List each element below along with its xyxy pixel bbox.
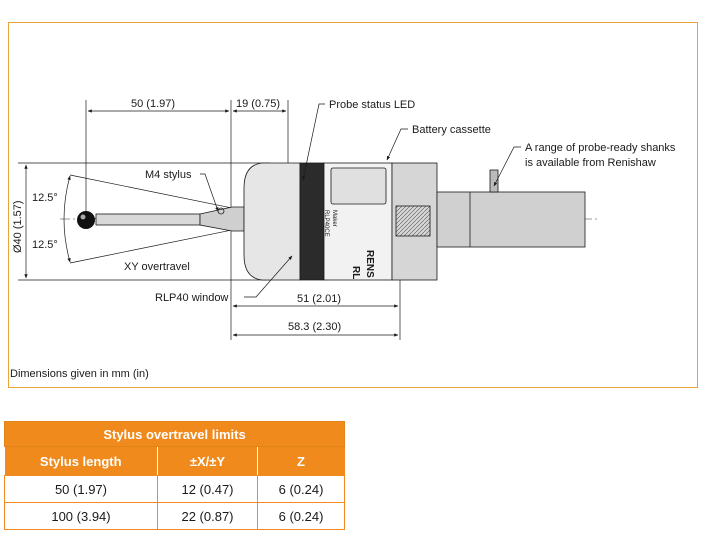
table-row: 50 (1.97) 12 (0.47) 6 (0.24) [4,475,345,503]
dim-diameter-label: Ø40 (1.57) [12,200,24,253]
cell-xy: 22 (0.87) [156,502,259,530]
angle-upper: 12.5° [32,192,58,204]
brand-text-2: RL [350,266,361,279]
stylus-ball [77,211,95,229]
dim-51: 51 (2.01) [297,293,341,305]
body-text-maker: Maker [331,210,337,227]
cell-z: 6 (0.24) [257,475,345,503]
label-led: Probe status LED [329,99,415,111]
col-header-z: Z [257,446,345,476]
cell-length: 100 (3.94) [4,502,158,530]
table-row: 100 (3.94) 22 (0.87) 6 (0.24) [4,502,345,530]
drawing-frame [8,22,698,388]
label-xy: XY overtravel [124,261,190,273]
table-caption: Stylus overtravel limits [4,421,345,447]
body-text-model: RLP40CE [323,210,329,237]
angle-lower: 12.5° [32,239,58,251]
probe-dimension-drawing: 50 (1.97) 19 (0.75) Ø40 (1.57) 12.5° 12.… [12,98,676,340]
overtravel-table: Stylus overtravel limits Stylus length ±… [4,421,345,530]
dim-top-left: 50 (1.97) [131,98,175,110]
label-window: RLP40 window [155,292,228,304]
cell-length: 50 (1.97) [4,475,158,503]
dim-bottom [232,280,401,340]
callout-lines [200,103,521,298]
cell-z: 6 (0.24) [257,502,345,530]
label-battery: Battery cassette [412,124,491,136]
brand-text-1: RENS [364,250,375,278]
col-header-xy: ±X/±Y [157,446,259,476]
label-stylus: M4 stylus [145,169,192,181]
label-shanks-1: A range of probe-ready shanks [525,142,676,154]
dim-top-right: 19 (0.75) [236,98,280,110]
dim-diameter [18,162,270,281]
label-shanks-2: is available from Renishaw [525,157,656,169]
dim-583: 58.3 (2.30) [288,321,341,333]
col-header-length: Stylus length [4,446,158,476]
cell-xy: 12 (0.47) [156,475,259,503]
probe-body [243,162,586,281]
dimensions-note: Dimensions given in mm (in) [10,368,149,380]
stylus [77,206,245,232]
